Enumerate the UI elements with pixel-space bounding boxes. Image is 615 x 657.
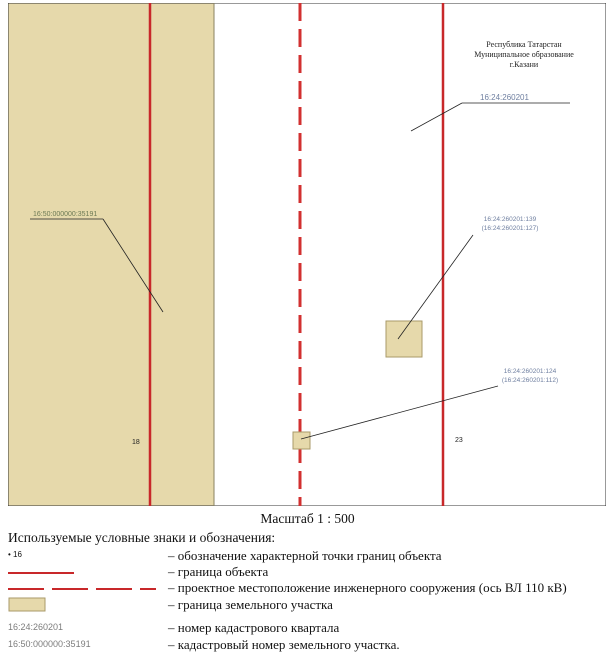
quarter-symbol-text: 16:24:260201: [8, 622, 64, 632]
legend-row-object-boundary: – граница объекта: [8, 564, 608, 580]
point-23-label: 23: [455, 437, 463, 444]
parcel-low-number: 16:24:260201:124: [504, 368, 557, 375]
parcel-left-area: [8, 3, 215, 506]
legend-point-symbol: • 16: [8, 548, 158, 564]
quarter-number-label: 16:24:260201: [480, 93, 529, 102]
map-canvas: Республика Татарстан Муниципальное образ…: [7, 2, 607, 507]
legend-quarter-desc: – номер кадастрового квартала: [168, 620, 340, 635]
legend-boundary-symbol: [8, 564, 158, 580]
parcel-mid-square: [385, 320, 423, 358]
legend-parcel-symbol: [8, 597, 158, 613]
parcel-mid-number: 16:24:260201:139: [484, 216, 537, 223]
legend-row-power-line: – проектное местоположение инженерного с…: [8, 580, 608, 596]
parcel-low-square: [292, 431, 311, 450]
region-line-2: Муниципальное образование: [474, 50, 574, 59]
scale-caption: Масштаб 1 : 500: [260, 511, 355, 526]
legend-power-line-symbol: [8, 580, 158, 596]
legend-row-parcel: – граница земельного участка: [8, 597, 608, 613]
legend-title: Используемые условные знаки и обозначени…: [8, 530, 276, 545]
point-symbol-text: • 16: [8, 550, 22, 559]
legend-boundary-desc: – граница объекта: [168, 564, 269, 579]
mid-label-leader: [397, 234, 474, 340]
left-label-leader: [102, 218, 164, 313]
dashed-red-line-icon: [8, 588, 156, 590]
region-line-1: Республика Татарстан: [486, 40, 562, 49]
parcel-left-number: 16:50:000000:35191: [33, 211, 97, 218]
legend-power-line-desc: – проектное местоположение инженерного с…: [168, 580, 567, 595]
legend-row-point: • 16 – обозначение характерной точки гра…: [8, 548, 608, 564]
legend-row-quarter: 16:24:260201 – номер кадастрового кварта…: [8, 620, 608, 636]
parcel-low-prev-number: (16:24:260201:112): [502, 377, 558, 384]
low-label-leader: [300, 385, 499, 440]
parcel-swatch-icon: [8, 597, 46, 612]
cadastral-map: Республика Татарстан Муниципальное образ…: [7, 2, 607, 507]
legend-row-cadastral: 16:50:000000:35191 – кадастровый номер з…: [8, 637, 608, 653]
cadastral-symbol-text: 16:50:000000:35191: [8, 639, 91, 649]
parcel-mid-prev-number: (16:24:260201:127): [482, 225, 539, 232]
point-18-label: 18: [132, 439, 140, 446]
region-line-3: г.Казани: [510, 60, 539, 69]
solid-red-line-icon: [8, 572, 74, 574]
legend-cadastral-symbol: 16:50:000000:35191: [8, 637, 158, 653]
legend-parcel-desc: – граница земельного участка: [168, 597, 333, 612]
quarter-leader: [410, 102, 463, 132]
legend-cadastral-desc: – кадастровый номер земельного участка.: [168, 637, 400, 652]
legend-point-desc: – обозначение характерной точки границ о…: [168, 548, 442, 563]
legend-quarter-symbol: 16:24:260201: [8, 620, 158, 636]
